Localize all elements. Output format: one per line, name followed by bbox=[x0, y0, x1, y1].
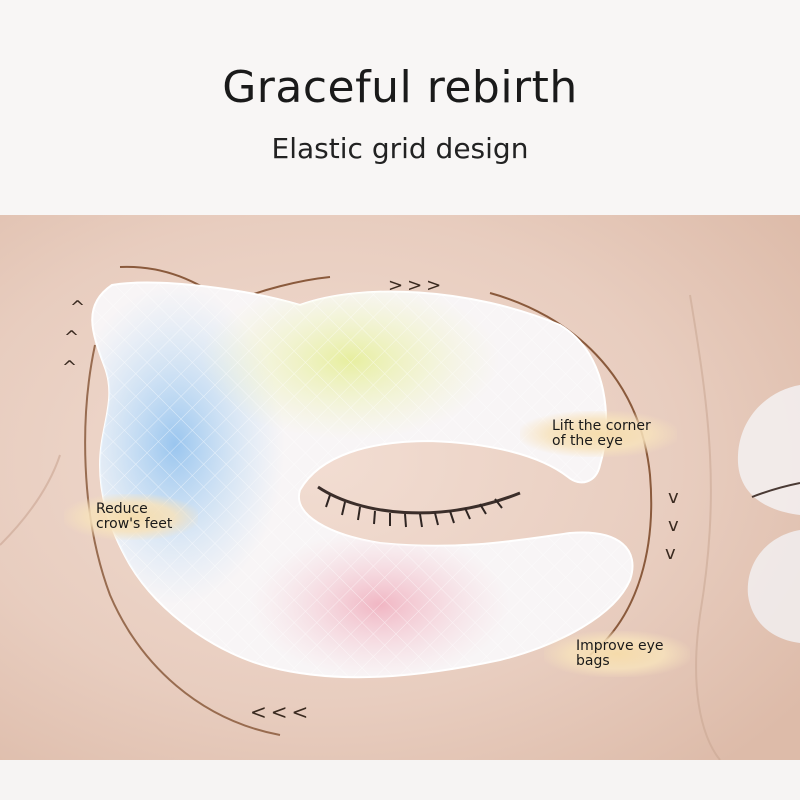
arrow-left-up-2: ^ bbox=[64, 327, 84, 348]
guide-curve-right bbox=[489, 292, 653, 656]
arrows-bottom: <<< bbox=[250, 700, 313, 724]
second-patch-lower bbox=[747, 530, 800, 643]
callout-lift-eye-corner: Lift the corner of the eye bbox=[520, 411, 677, 457]
arrows-top: >>> bbox=[388, 275, 446, 296]
page-subtitle: Elastic grid design bbox=[271, 132, 529, 165]
callout-improve-eye-bags: Improve eye bags bbox=[544, 631, 690, 677]
arrow-right-down-3: v bbox=[665, 543, 680, 564]
eye-patch-illustration bbox=[0, 215, 800, 760]
arrow-right-down-2: v bbox=[668, 515, 683, 536]
footer-strip bbox=[0, 760, 800, 800]
page-title: Graceful rebirth bbox=[222, 62, 578, 113]
header-area bbox=[0, 0, 800, 215]
callout-reduce-crows-feet: Reduce crow's feet bbox=[64, 494, 199, 540]
closed-eye bbox=[317, 485, 521, 528]
eye-patch-scene: >>> <<< ^ ^ ^ v v v Lift the corner of t… bbox=[0, 215, 800, 760]
second-patch-upper bbox=[737, 385, 800, 515]
arrow-left-up-1: ^ bbox=[70, 297, 90, 318]
arrow-right-down-1: v bbox=[668, 487, 683, 508]
guide-curve-left bbox=[84, 344, 281, 736]
arrow-left-up-3: ^ bbox=[62, 357, 82, 378]
